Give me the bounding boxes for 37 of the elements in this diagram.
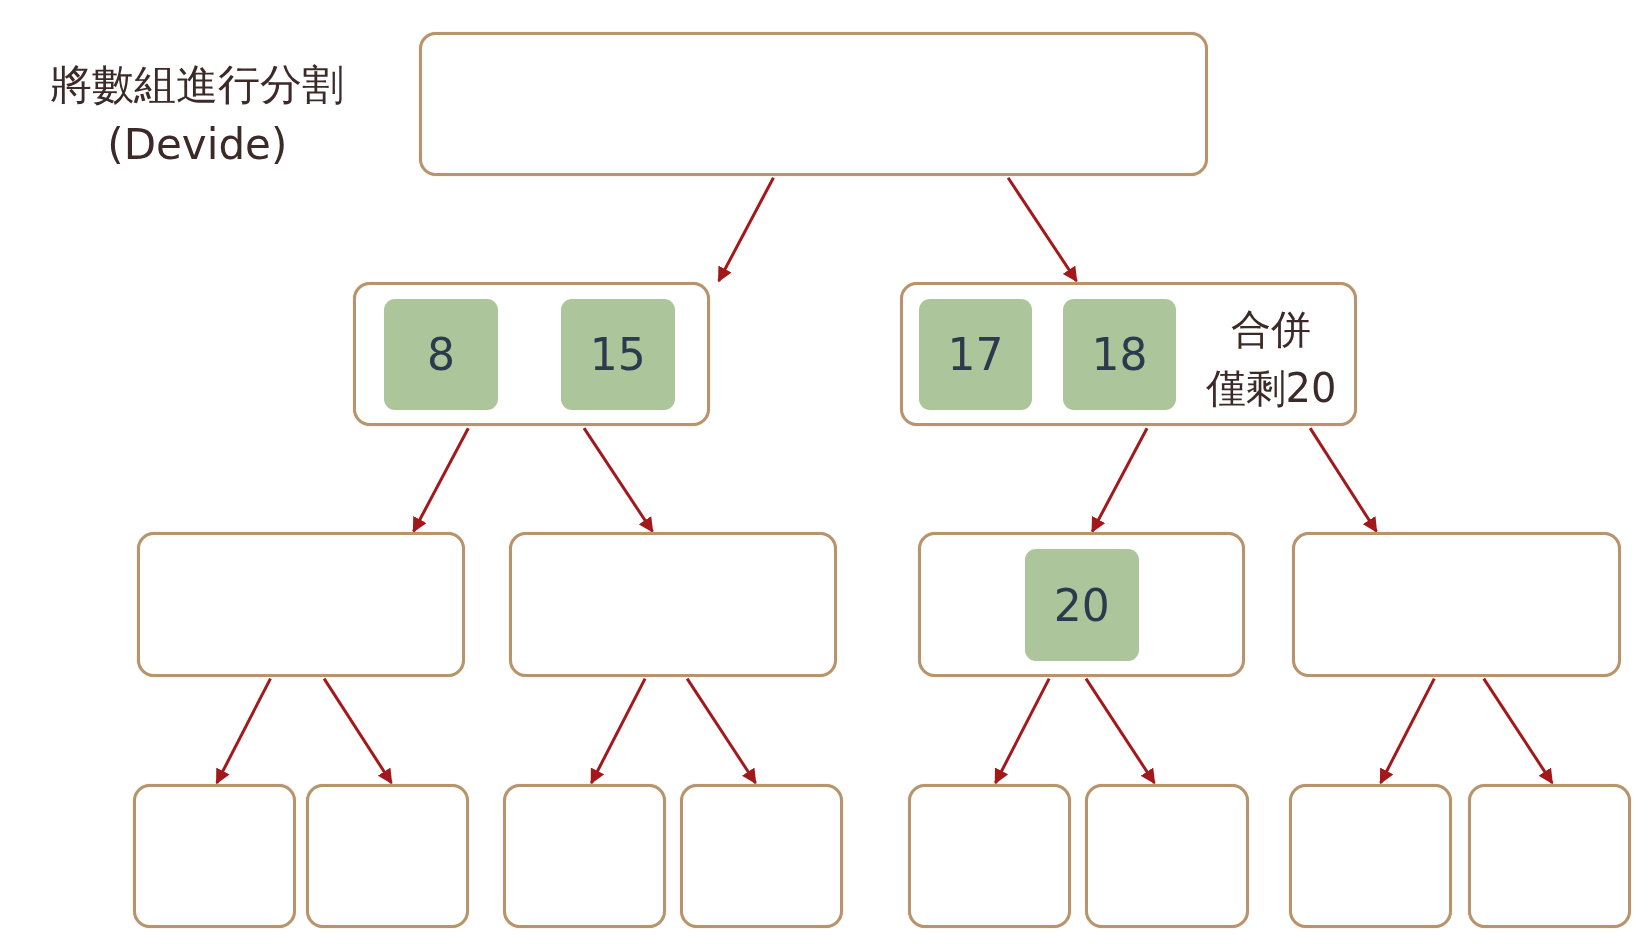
number-tile: 8: [384, 298, 498, 411]
empty-box: [306, 783, 470, 929]
arrow: [1482, 677, 1554, 785]
arrow: [590, 677, 647, 785]
empty-box: [908, 783, 1072, 929]
empty-box: [1289, 783, 1453, 929]
arrow: [582, 427, 654, 533]
empty-box: [679, 783, 843, 929]
empty-box: [1084, 783, 1250, 929]
arrow: [1006, 176, 1078, 283]
note-text: 合併: [1230, 304, 1312, 354]
empty-box: [1292, 532, 1621, 677]
arrow: [322, 677, 393, 785]
arrow: [1084, 677, 1156, 785]
empty-box: [917, 532, 1245, 677]
empty-box: [509, 532, 837, 677]
empty-box: [503, 783, 667, 929]
arrow: [685, 677, 757, 785]
heading-text: 將數組進行分割 (Devide): [49, 58, 346, 171]
arrow: [1379, 677, 1436, 785]
number-tile: 20: [1024, 549, 1139, 661]
number-tile: 15: [560, 298, 675, 411]
empty-box: [418, 31, 1209, 176]
empty-box: [352, 282, 711, 427]
arrow: [412, 427, 470, 533]
note-text: 僅剩20: [1204, 363, 1338, 413]
empty-box: [132, 783, 296, 929]
merge-box: [899, 282, 1358, 427]
empty-box: [136, 532, 466, 677]
arrow: [1308, 427, 1378, 533]
number-tile: 17: [918, 298, 1033, 411]
arrow: [1090, 427, 1149, 533]
arrow: [717, 177, 775, 283]
arrow: [215, 677, 272, 785]
number-tile: 18: [1062, 298, 1177, 411]
empty-box: [1467, 783, 1632, 929]
arrow: [994, 677, 1051, 785]
